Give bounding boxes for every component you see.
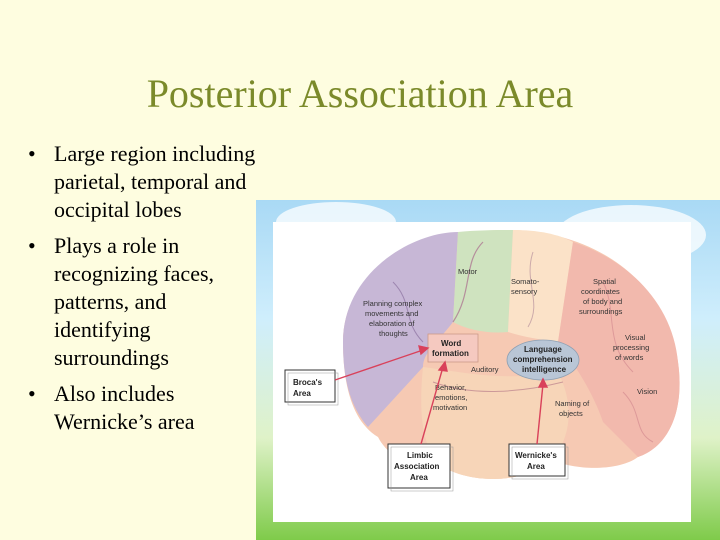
label-naming-2: objects [559, 409, 583, 418]
label-language-1: Language [524, 345, 562, 354]
label-visual-3: of words [615, 353, 644, 362]
bullet-line: Large region including [54, 141, 256, 166]
label-planning-1: Planning complex [363, 299, 422, 308]
bullet-line: Wernicke’s area [54, 409, 195, 434]
label-language-3: intelligence [522, 365, 567, 374]
bullet-line: Also includes [54, 381, 175, 406]
bullet-line: occipital lobes [54, 197, 182, 222]
wernicke-area-box [508, 443, 566, 477]
bullet-line: parietal, temporal and [54, 169, 247, 194]
broca-area-box [284, 369, 336, 403]
callout-arrows [334, 345, 549, 445]
label-spatial-4: surroundings [579, 307, 623, 316]
brain-diagram: Motor Somato- sensory Spatial coordinate… [273, 222, 691, 522]
label-word-2: formation [432, 349, 469, 358]
label-behavior-3: motivation [433, 403, 467, 412]
label-visual-2: processing [613, 343, 649, 352]
bullet-line: Plays a role in [54, 233, 180, 258]
label-visual-1: Visual [625, 333, 646, 342]
label-behavior-1: Behavior, [435, 383, 466, 392]
bullet-item: Plays a role in recognizing faces, patte… [28, 232, 328, 372]
bullet-item: Also includes Wernicke’s area [28, 380, 328, 436]
label-limbic-1: Limbic [407, 451, 433, 460]
label-spatial-2: coordinates [581, 287, 620, 296]
label-vision: Vision [637, 387, 657, 396]
bullet-list: Large region including parietal, tempora… [28, 140, 328, 444]
label-wernicke-1: Wernicke's [515, 451, 557, 460]
label-language-2: comprehension [513, 355, 573, 364]
label-limbic-3: Area [410, 473, 428, 482]
label-behavior-2: emotions, [435, 393, 468, 402]
bullet-line: recognizing faces, [54, 261, 215, 286]
label-spatial-1: Spatial [593, 277, 616, 286]
slide-title: Posterior Association Area [146, 71, 574, 116]
bullet-item: Large region including parietal, tempora… [28, 140, 328, 224]
label-somato-1: Somato- [511, 277, 540, 286]
label-broca-2: Area [293, 389, 311, 398]
label-motor: Motor [458, 267, 478, 276]
label-auditory: Auditory [471, 365, 499, 374]
label-word-1: Word [441, 339, 461, 348]
label-planning-4: thoughts [379, 329, 408, 338]
bullet-line: identifying [54, 317, 151, 342]
bullet-line: patterns, and [54, 289, 167, 314]
label-wernicke-2: Area [527, 462, 545, 471]
label-broca-1: Broca's [293, 378, 323, 387]
label-planning-2: movements and [365, 309, 418, 318]
label-naming-1: Naming of [555, 399, 590, 408]
limbic-area-box [387, 443, 451, 489]
bullet-line: surroundings [54, 345, 169, 370]
word-formation-box [427, 333, 479, 363]
label-somato-2: sensory [511, 287, 538, 296]
label-spatial-3: of body and [583, 297, 622, 306]
label-planning-3: elaboration of [369, 319, 415, 328]
label-limbic-2: Association [394, 462, 439, 471]
